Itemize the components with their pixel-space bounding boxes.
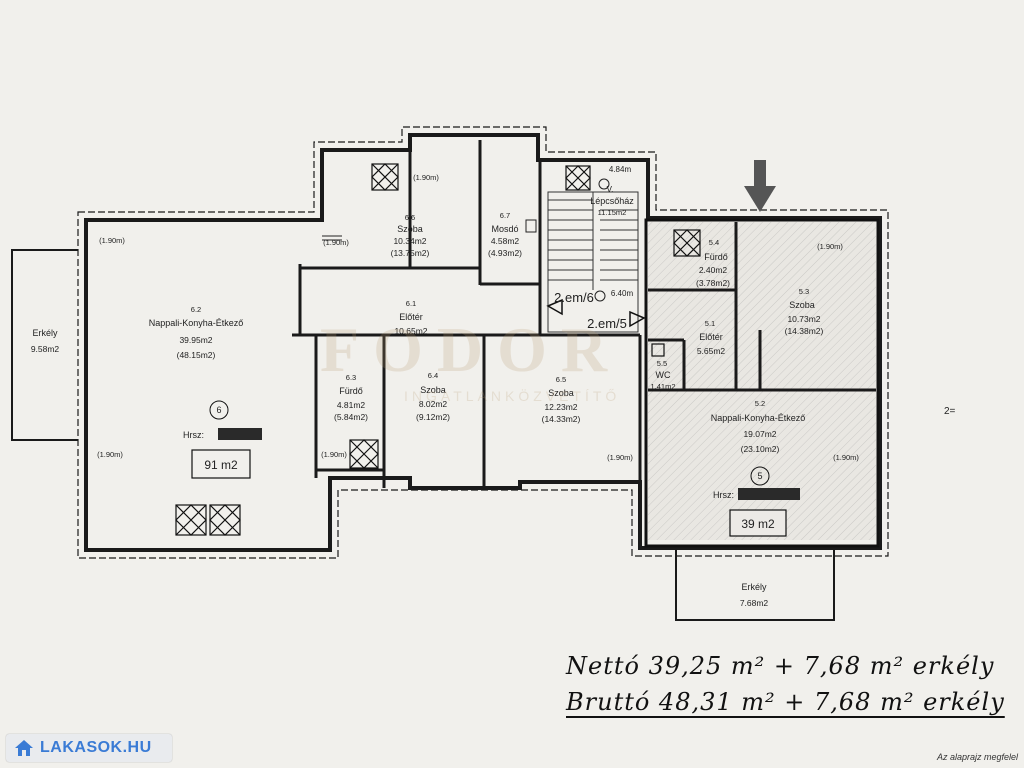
balcony5-area: 7.68m2 [740, 598, 769, 608]
entrance-arrow [744, 160, 776, 212]
bath6-name: Fürdő [339, 386, 363, 396]
gross-area-note: Bruttó 48,31 m² + 7,68 m² erkély [566, 688, 1005, 716]
living5-area2: (23.10m2) [741, 444, 780, 454]
living6-area2: (48.15m2) [177, 350, 216, 360]
hallway6-area: 10.65m2 [394, 326, 427, 336]
h4: (1.90m) [97, 450, 123, 459]
room64-area2: (9.12m2) [416, 412, 450, 422]
hallway5-name: Előtér [699, 332, 723, 342]
house-icon [15, 740, 33, 756]
stair-id: V. [607, 185, 614, 194]
apartment5-number: 5 [757, 471, 762, 481]
lakasok-logo[interactable]: LAKASOK.HU [6, 734, 172, 762]
stair-label-2: 2.em/5 [587, 316, 627, 331]
living6-name: Nappali-Konyha-Étkező [149, 318, 244, 328]
living5-id: 5.2 [755, 399, 765, 408]
hallway6-id: 6.1 [406, 299, 416, 308]
apartment5-redaction [738, 488, 800, 500]
apartment6-number: 6 [216, 405, 221, 415]
footer-note: Az alaprajz megfelel [936, 752, 1018, 762]
hallway5-area: 5.65m2 [697, 346, 726, 356]
room64-id: 6.4 [428, 371, 438, 380]
stair-area: 11.15m2 [598, 208, 627, 217]
apartment5-hrsz: Hrsz: [713, 490, 734, 500]
bath5-area2: (3.78m2) [696, 278, 730, 288]
wash6-area2: (4.93m2) [488, 248, 522, 258]
h6: (1.90m) [607, 453, 633, 462]
apartment5-labels: 5.4 Fürdő 2.40m2 (3.78m2) 5.3 Szoba 10.7… [650, 238, 823, 608]
h1: (1.90m) [99, 236, 125, 245]
living6-area: 39.95m2 [179, 335, 212, 345]
apartment5-circle [750, 466, 770, 486]
balcony6-name: Erkély [32, 328, 58, 338]
h7: (1.90m) [817, 242, 843, 251]
bath5-id: 5.4 [709, 238, 719, 247]
room64-area: 8.02m2 [419, 399, 448, 409]
apartment5-total: 39 m2 [741, 517, 775, 531]
balcony6-area: 9.58m2 [31, 344, 60, 354]
h5: (1.90m) [321, 450, 347, 459]
hallway6-name: Előtér [399, 312, 423, 322]
room53-name: Szoba [789, 300, 815, 310]
logo-text: LAKASOK.HU [40, 739, 152, 756]
stair-labels: 4.84m V. Lépcsőház 11.15m2 6.40m 2.em/6 … [554, 165, 634, 331]
room65-area2: (14.33m2) [542, 414, 581, 424]
stair-marker-left [546, 298, 563, 316]
apartment5-total-box [729, 509, 787, 537]
stair-label-1: 2.em/6 [554, 290, 594, 305]
room53-id: 5.3 [799, 287, 809, 296]
apartment6-circle [209, 400, 229, 420]
vent-icons [175, 163, 701, 536]
stair-area-top: 4.84m [609, 165, 632, 174]
net-area-note: Nettó 39,25 m² + 7,68 m² erkély [566, 652, 995, 680]
h2: (1.90m) [323, 238, 349, 247]
apartment6-total: 91 m2 [204, 458, 238, 472]
room65-id: 6.5 [556, 375, 566, 384]
h8: (1.90m) [833, 453, 859, 462]
room65-name: Szoba [548, 388, 574, 398]
apartment5-hatch [648, 222, 876, 540]
room64-name: Szoba [420, 385, 446, 395]
height-labels: (1.90m) (1.90m) (1.90m) (1.90m) (1.90m) … [97, 173, 859, 462]
bath5-area: 2.40m2 [699, 265, 728, 275]
interior-walls [84, 140, 876, 550]
living5-name: Nappali-Konyha-Étkező [711, 413, 806, 423]
hallway5-id: 5.1 [705, 319, 715, 328]
living6-id: 6.2 [191, 305, 201, 314]
apartment6-total-box [191, 449, 251, 479]
wash6-name: Mosdó [491, 224, 518, 234]
h3: (1.90m) [413, 173, 439, 182]
wc5-area: 1.41m2 [650, 382, 675, 391]
balcony5-name: Erkély [741, 582, 767, 592]
outer-walls [84, 133, 882, 552]
staircase [547, 191, 639, 333]
wash6-area: 4.58m2 [491, 236, 520, 246]
bath6-area2: (5.84m2) [334, 412, 368, 422]
room66-name: Szoba [397, 224, 423, 234]
room66-id: 6.6 [405, 213, 415, 222]
room53-area: 10.73m2 [787, 314, 820, 324]
room65-area: 12.23m2 [544, 402, 577, 412]
wc5-id: 5.5 [657, 359, 667, 368]
apartment6-redaction [218, 428, 262, 440]
room66-area: 10.34m2 [393, 236, 426, 246]
bath5-name: Fürdő [704, 252, 728, 262]
room53-area2: (14.38m2) [785, 326, 824, 336]
living5-area: 19.07m2 [743, 429, 776, 439]
stair-name: Lépcsőház [590, 196, 634, 206]
balcony-5 [675, 548, 835, 621]
bath6-id: 6.3 [346, 373, 356, 382]
wash6-id: 6.7 [500, 211, 510, 220]
balcony-6 [11, 249, 78, 441]
bath6-area: 4.81m2 [337, 400, 366, 410]
apartment6-labels: Erkély 9.58m2 6.2 Nappali-Konyha-Étkező … [31, 211, 581, 472]
stair-level: 6.40m [611, 289, 634, 298]
margin-mark: 2= [944, 406, 956, 417]
apartment6-hrsz: Hrsz: [183, 430, 204, 440]
stair-marker-right [629, 310, 646, 328]
wc5-name: WC [656, 370, 671, 380]
room66-area2: (13.75m2) [391, 248, 430, 258]
